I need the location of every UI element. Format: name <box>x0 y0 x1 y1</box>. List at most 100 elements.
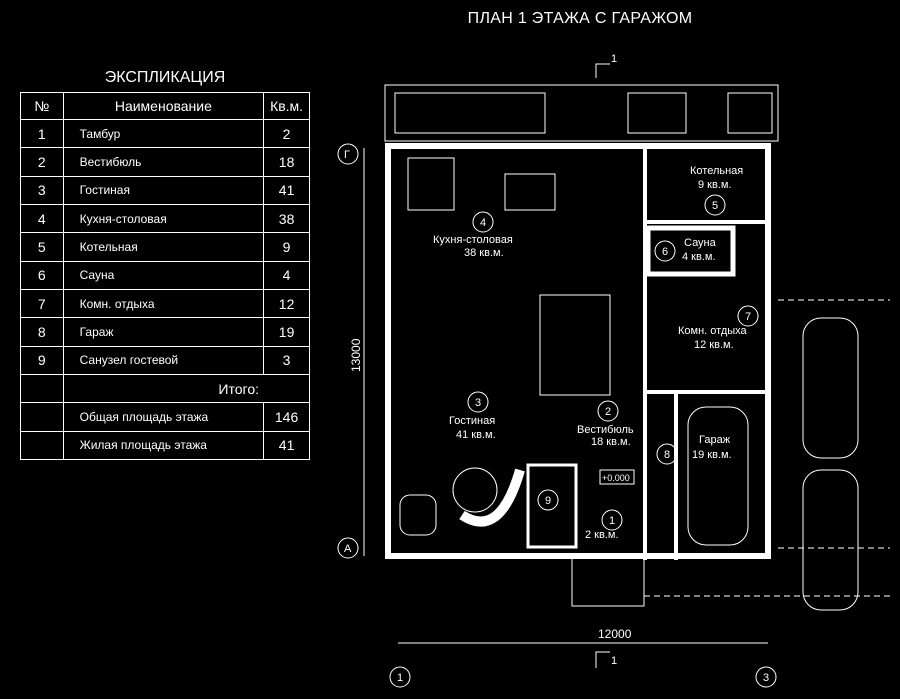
room-area: 41 кв.м. <box>456 429 496 441</box>
room-num-circle <box>537 489 559 511</box>
section-label-top: 1 <box>611 53 617 65</box>
room-name: Гараж <box>699 434 731 446</box>
axis-circle-a <box>337 537 359 559</box>
dim-width: 12000 <box>598 627 632 641</box>
room-num-circle <box>467 391 489 413</box>
axis-circle-1 <box>389 666 411 688</box>
row-name: Кухня-столовая <box>62 203 265 234</box>
room-num-circle <box>654 240 676 262</box>
stairs <box>539 294 611 396</box>
row-area: 2 <box>263 118 310 149</box>
room-area: 12 кв.м. <box>694 339 734 351</box>
level-mark-box <box>599 469 635 485</box>
total-label: Итого: <box>62 373 311 404</box>
row-name: Тамбур <box>62 118 265 149</box>
living-area-value: 41 <box>263 430 310 461</box>
axis-circle-3 <box>755 666 777 688</box>
room-area: 4 кв.м. <box>682 251 716 263</box>
row-name: Санузел гостевой <box>62 345 265 375</box>
sofa <box>459 468 525 527</box>
total-row: Итого: <box>20 373 311 404</box>
piano <box>407 157 455 211</box>
level-mark: +0.000 <box>602 473 630 483</box>
room-num-circle <box>704 194 726 216</box>
axis-label-1: 1 <box>397 672 403 684</box>
living-area-label: Жилая площадь этажа <box>62 430 265 461</box>
room-num: 1 <box>609 515 615 527</box>
axis-label-3: 3 <box>763 672 769 684</box>
planter-left <box>394 92 546 134</box>
page-title: ПЛАН 1 ЭТАЖА С ГАРАЖОМ <box>467 10 693 27</box>
parked-car-bottom <box>802 469 859 611</box>
room-name: Кухня-столовая <box>433 234 513 246</box>
room-num-circle <box>601 509 623 531</box>
sauna-wall <box>645 225 736 277</box>
row-name: Сауна <box>62 260 265 290</box>
room-num: 5 <box>712 200 718 212</box>
room-area: 18 кв.м. <box>591 436 631 448</box>
section-marker-bottom <box>595 651 610 668</box>
section-marker-top <box>595 63 610 78</box>
armchair <box>399 494 437 536</box>
row-num: 2 <box>20 147 64 177</box>
planter-mid <box>627 92 687 134</box>
axis-circle-g <box>337 143 359 165</box>
row-num: 4 <box>20 203 64 234</box>
entry-porch <box>571 555 645 607</box>
row-area: 38 <box>263 203 310 234</box>
row-name: Вестибюль <box>62 147 265 177</box>
room-area: 2 кв.м. <box>585 529 619 541</box>
porch <box>384 84 779 142</box>
room-num: 3 <box>475 397 481 409</box>
room-num: 7 <box>745 311 751 323</box>
room-num: 8 <box>664 449 670 461</box>
axis-label-g: Г <box>344 149 350 161</box>
room-num: 6 <box>662 246 668 258</box>
explication-title: ЭКСПЛИКАЦИЯ <box>104 69 226 86</box>
row-name: Гараж <box>62 317 265 347</box>
room-num-circle <box>597 400 619 422</box>
row-name: Комн. отдыха <box>62 288 265 319</box>
room-name: Вестибюль <box>577 424 634 436</box>
room-num-circle <box>472 211 494 233</box>
room-area: 19 кв.м. <box>692 449 732 461</box>
header-area: Кв.м. <box>263 92 310 120</box>
row-area: 12 <box>263 288 310 319</box>
room-num: 4 <box>480 217 486 229</box>
row-num: 7 <box>20 288 64 319</box>
garage-car <box>687 406 749 546</box>
room-name: Гостиная <box>449 415 495 427</box>
dining-table <box>504 173 556 211</box>
room-name: Сауна <box>684 237 717 249</box>
room-area: 9 кв.м. <box>698 179 732 191</box>
bathroom <box>526 463 578 549</box>
row-area: 19 <box>263 317 310 347</box>
row-name: Гостиная <box>62 175 265 205</box>
room-num: 9 <box>545 495 551 507</box>
row-num: 3 <box>20 175 64 205</box>
axis-label-a: А <box>344 543 352 555</box>
dim-height: 13000 <box>349 338 363 372</box>
room-num-circle <box>737 305 759 327</box>
parked-car-top <box>802 317 859 459</box>
round-rug <box>452 467 498 513</box>
planter-right <box>727 92 773 134</box>
room-num-circle <box>656 443 678 465</box>
room-area: 38 кв.м. <box>464 247 504 259</box>
outer-wall <box>385 143 771 559</box>
room-name: Комн. отдыха <box>678 325 748 337</box>
floor-area-label: Общая площадь этажа <box>62 402 265 432</box>
header-num: № <box>20 92 64 120</box>
